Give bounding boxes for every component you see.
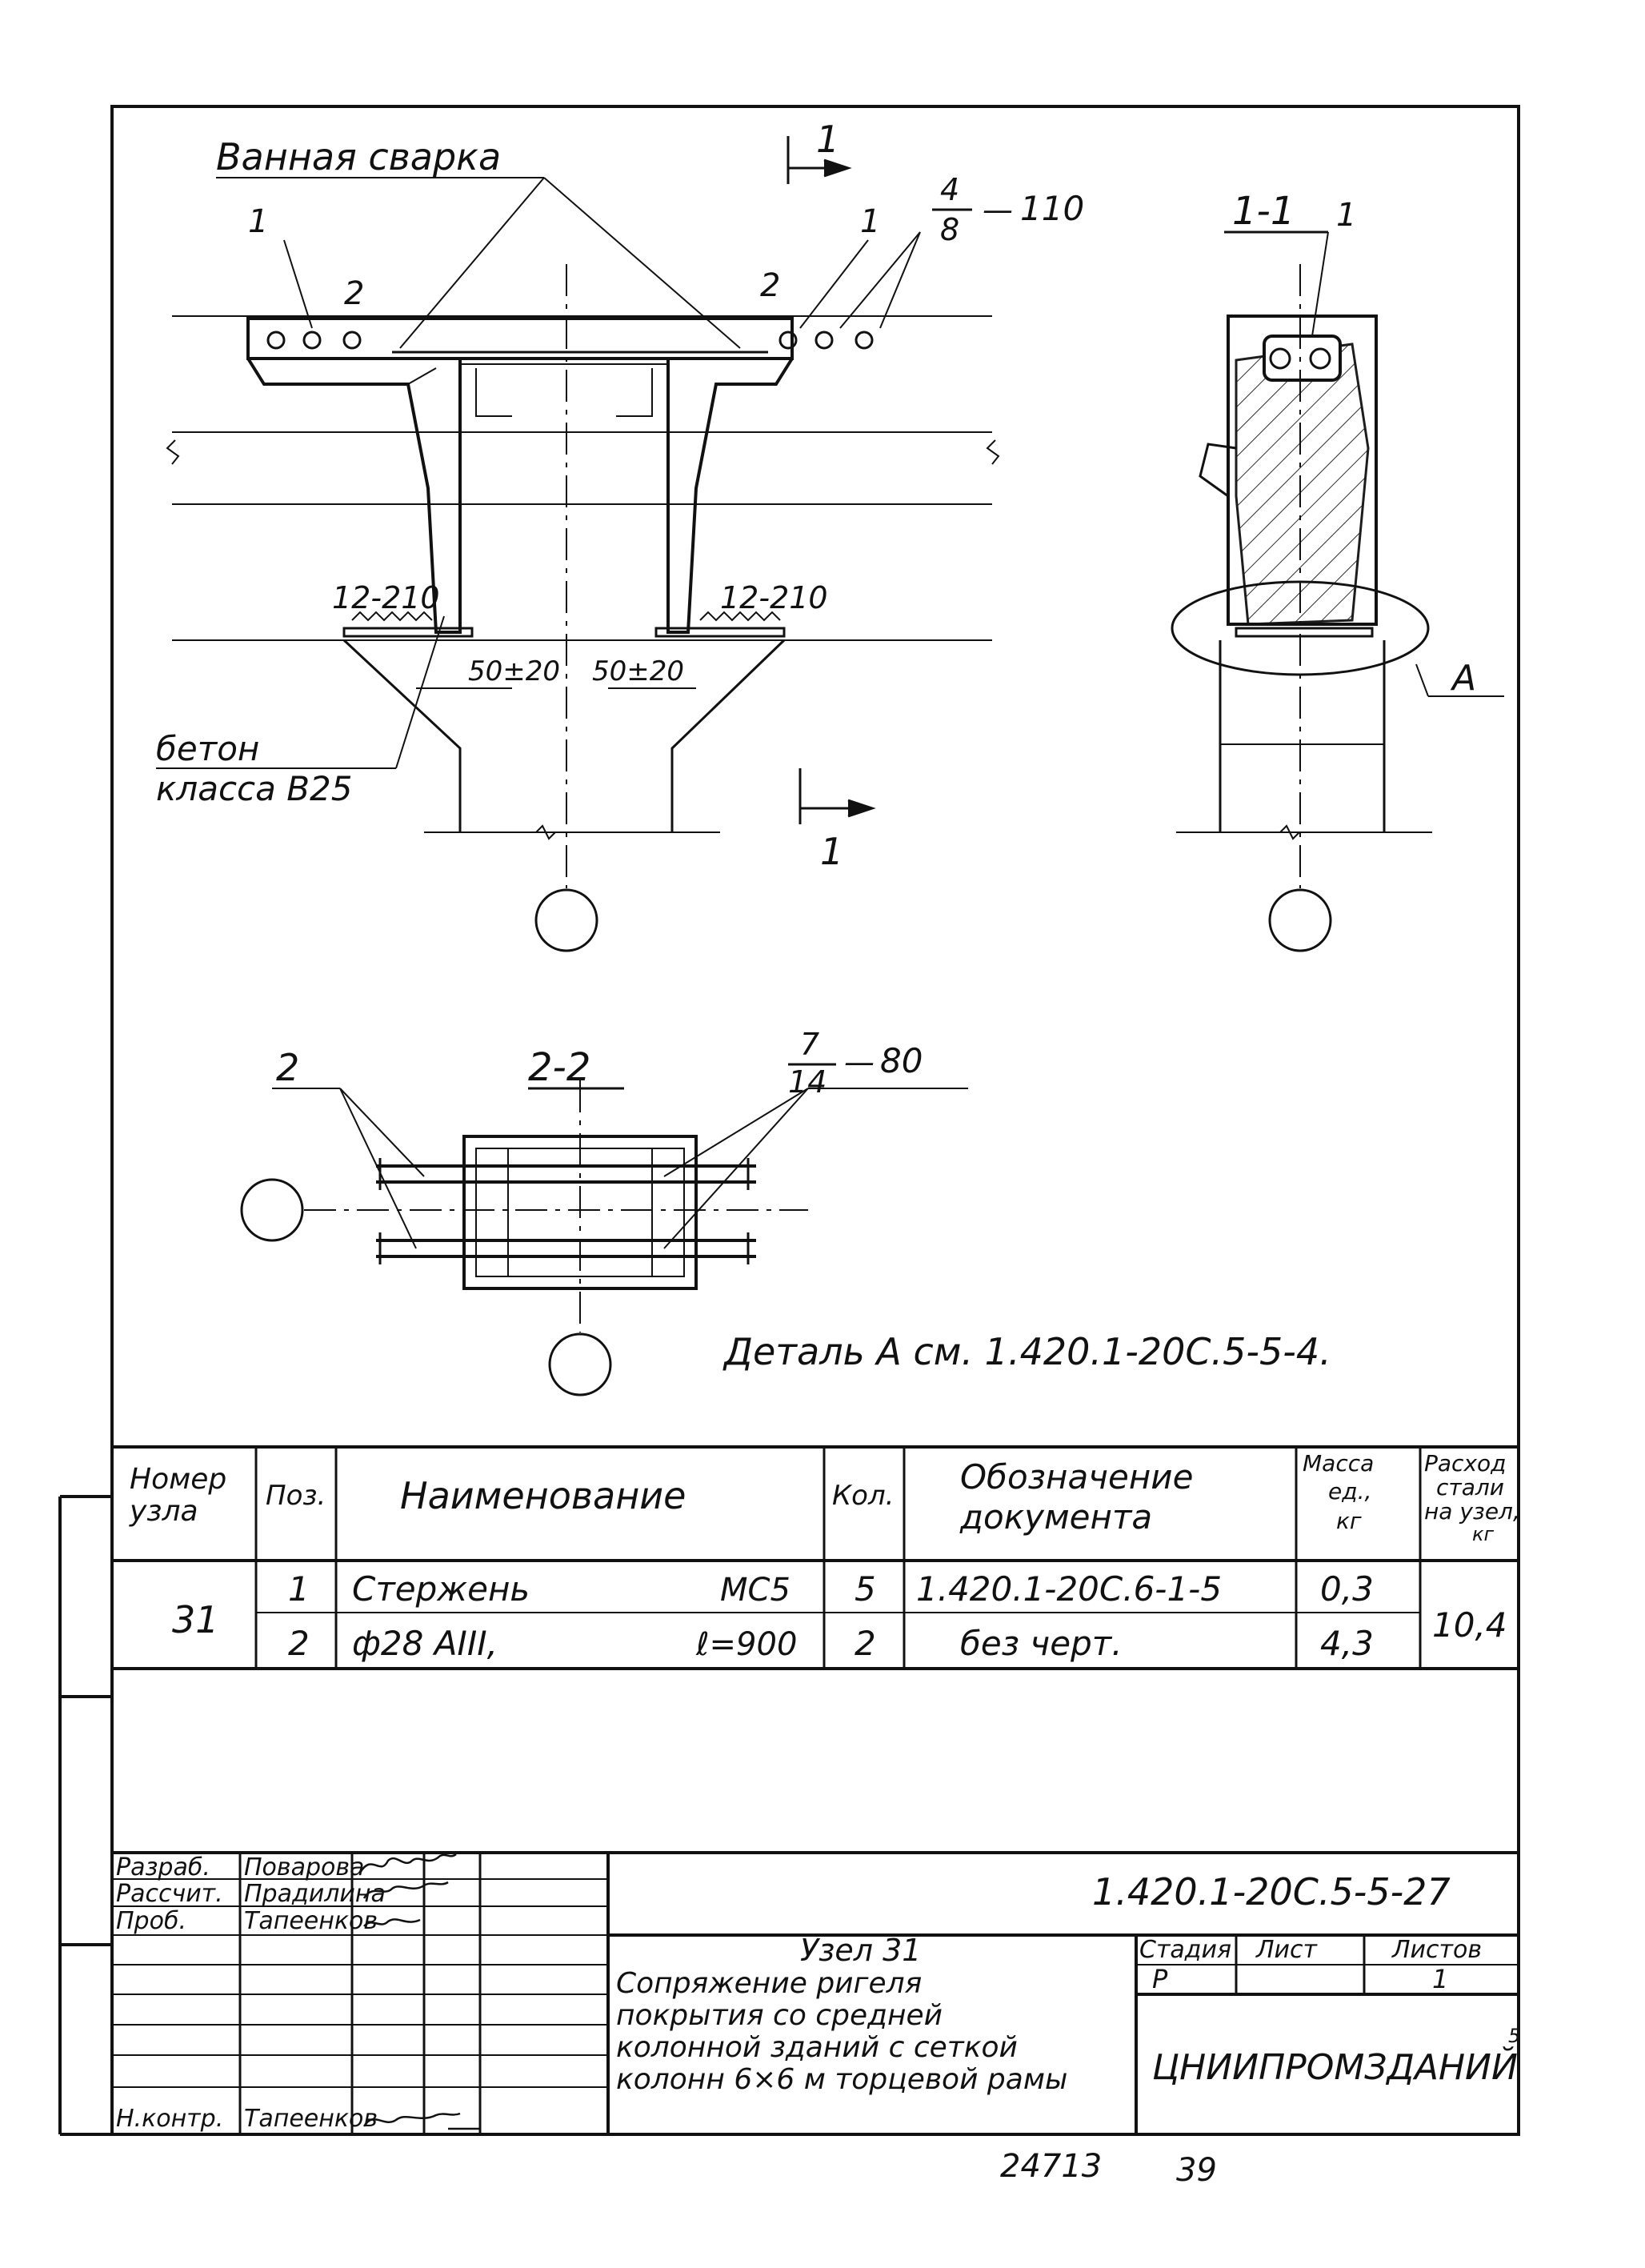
callout-frac-val: 110 [1020,189,1084,228]
callout2-frac-num: 7 [800,1027,819,1062]
callout2-frac-dash: — [844,1044,875,1080]
steel-total: 10,4 [1432,1605,1507,1645]
stage-value: Р [1152,1964,1168,1994]
dim-right-label: 50±20 [592,655,684,687]
callout2-frac-val: 80 [880,1041,923,1080]
signatures [358,1853,480,2130]
header-mass-3: кг [1336,1508,1362,1534]
welding-label: Ванная сварка [216,135,501,178]
title-line-4: колонной зданий с сеткой [616,2031,1018,2064]
header-name: Наименование [400,1474,686,1517]
dim-left-label: 50±20 [468,655,560,687]
doc-code: 1.420.1-20С.5-5-27 [1092,1870,1451,1913]
row1-mass: 0,3 [1320,1569,1374,1609]
role-norm-control: Н.контр. [116,2105,223,2133]
name-norm-control: Тапеенков [244,2105,378,2133]
sheet-frame [58,105,1520,2136]
header-mass-1: Масса [1303,1450,1374,1477]
callout-1-left: 1 [248,203,268,240]
header-doc-1: Обозначение [960,1457,1193,1497]
sheets-header: Листов [1391,1936,1482,1964]
sheet-header: Лист [1255,1936,1319,1964]
header-node-2: узла [129,1495,198,1528]
weld-left-label: 12-210 [332,580,440,615]
header-pos: Поз. [266,1480,326,1512]
name-checked: Тапеенков [244,1907,378,1935]
name-calculated: Прадилина [244,1880,386,1908]
row1-doc: 1.420.1-20С.6-1-5 [916,1569,1222,1609]
header-steel-2: стали [1436,1474,1504,1501]
detail-note: Деталь А см. 1.420.1-20С.5-5-4. [722,1330,1331,1373]
callout-1-section: 1 [1336,197,1356,234]
row1-qty: 5 [855,1569,876,1609]
title-line-1: Узел 31 [800,1933,921,1968]
inventory-number: 24713 [1000,2148,1102,2185]
row2-pos: 2 [288,1624,310,1663]
role-developer: Разраб. [116,1853,210,1881]
row2-name: ф28 АIII, [352,1624,498,1663]
spec-table: Номер узла Поз. Наименование Кол. Обозна… [129,1450,1520,1663]
title-block-grid [112,1851,1519,2134]
section-2-2 [240,1080,968,1396]
title-line-5: колонн 6×6 м торцевой рамы [616,2063,1067,2096]
row2-qty: 2 [855,1624,876,1663]
name-developer: Поварова [244,1853,364,1881]
header-qty: Кол. [832,1480,894,1512]
row2-doc: без черт. [960,1624,1123,1663]
title-line-3: покрытия со средней [616,1999,943,2032]
section-1-1 [1171,230,1504,952]
callout-frac-den: 8 [940,212,959,247]
title-block: Разраб. Поварова Рассчит. Прадилина Проб… [116,1853,1520,2133]
header-node-1: Номер [130,1463,226,1496]
weld-right-label: 12-210 [720,580,828,615]
header-mass-2: ед., [1328,1478,1371,1505]
org-mark: 5 [1508,2025,1520,2047]
detail-a-label: А [1450,658,1476,699]
callout-1-right: 1 [860,203,880,240]
row1-name: Стержень [352,1569,530,1609]
concrete-label-2: класса В25 [156,769,352,808]
callout-2-right: 2 [760,267,780,304]
organization: ЦНИИПРОМЗДАНИЙ [1152,2046,1518,2088]
row2-mass: 4,3 [1320,1624,1374,1663]
callout2-frac-den: 14 [788,1064,827,1100]
header-doc-2: документа [959,1497,1152,1537]
drawing-labels: Ванная сварка бетон класса В25 1 1 1-1 2… [156,118,1476,1373]
row1-mark: МС5 [720,1572,790,1609]
concrete-label-1: бетон [156,729,259,768]
row1-pos: 1 [288,1569,310,1609]
callout-frac-num: 4 [940,172,959,207]
node-number: 31 [172,1598,219,1641]
footer: 24713 39 [1000,2148,1217,2189]
role-calculated: Рассчит. [116,1880,223,1908]
section-mark-top: 1 [816,118,839,161]
callout-frac-dash: — [983,192,1013,227]
main-elevation [156,136,1000,952]
header-steel-1: Расход [1424,1450,1507,1477]
stage-header: Стадия [1139,1936,1231,1964]
spec-table-grid [112,1445,1519,1670]
page-number: 39 [1176,2152,1217,2189]
header-steel-3: на узел, [1424,1498,1520,1525]
callout-2-section: 2 [276,1046,299,1089]
title-line-2: Сопряжение ригеля [616,1967,922,2000]
section-mark-bottom: 1 [820,830,843,873]
section-title-1-1: 1-1 [1232,189,1295,234]
callout-2-left: 2 [344,275,364,312]
header-steel-4: кг [1472,1523,1494,1545]
role-checked: Проб. [116,1907,186,1935]
section-title-2-2: 2-2 [528,1045,590,1090]
row2-mark: ℓ=900 [695,1626,797,1663]
sheets-value: 1 [1432,1964,1448,1994]
